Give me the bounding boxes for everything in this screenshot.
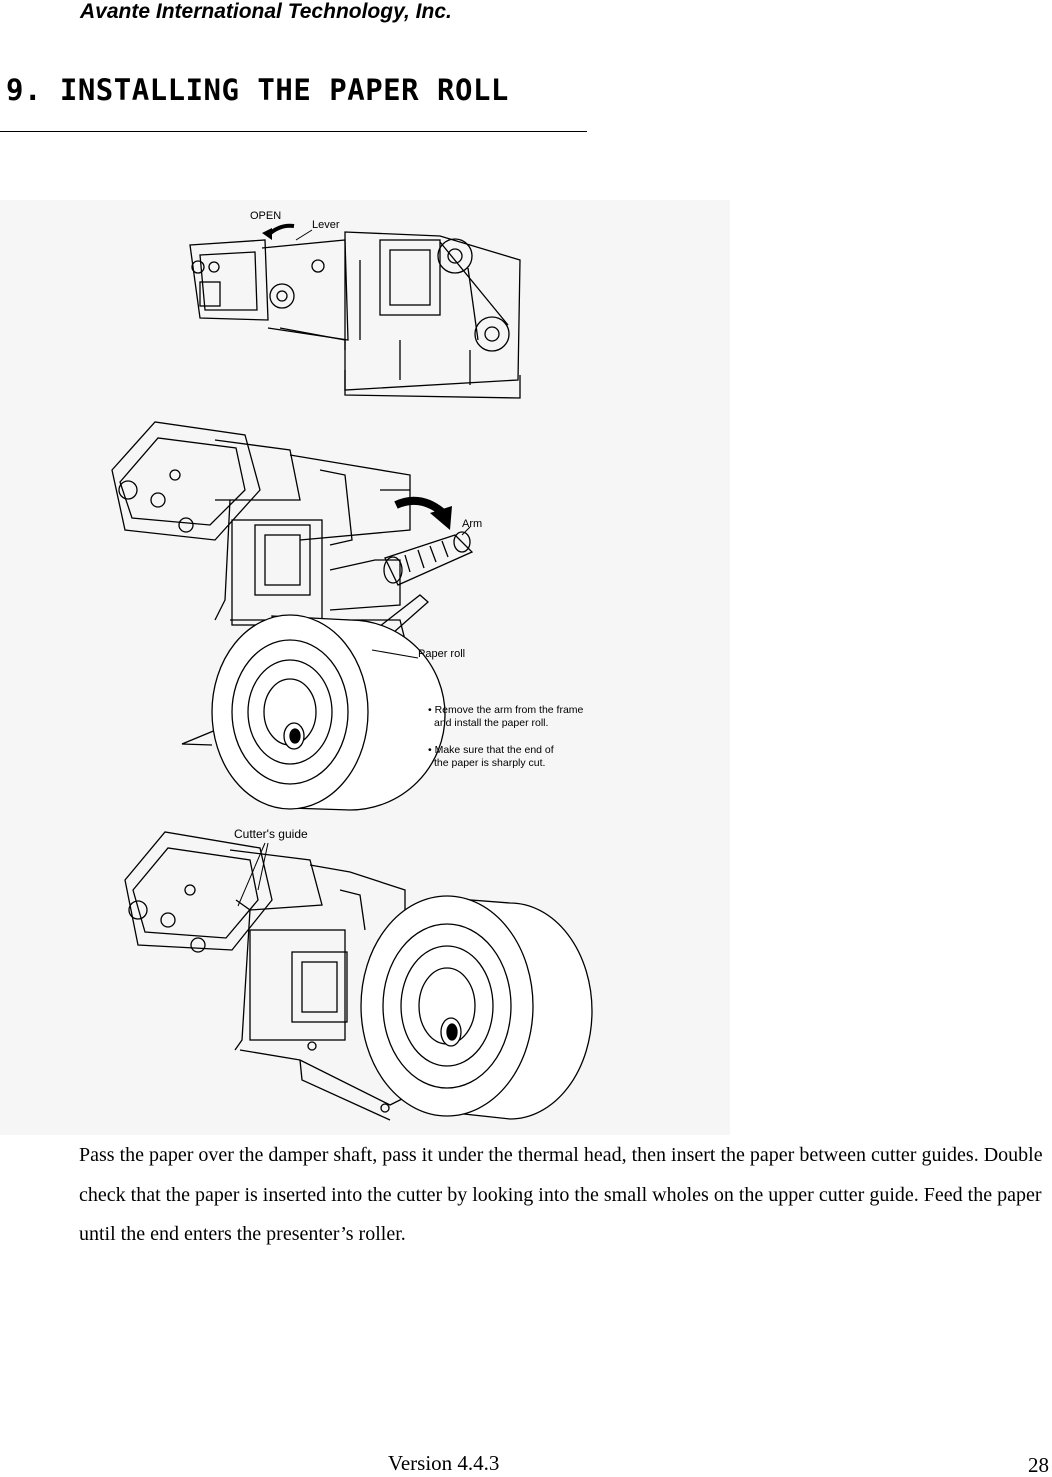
footer-version: Version 4.4.3 xyxy=(388,1451,500,1475)
label-lever: Lever xyxy=(312,219,340,231)
company-header: Avante International Technology, Inc. xyxy=(80,0,452,23)
arm-removal-arrow xyxy=(394,496,445,516)
lever-leader-line xyxy=(295,229,313,241)
cutters-guide-leader-line-2 xyxy=(257,842,269,891)
note-paper-end-line-2: the paper is sharply cut. xyxy=(434,757,545,769)
title-underline xyxy=(0,131,587,132)
paper-roll-drawing xyxy=(181,614,446,811)
label-cutters-guide: Cutter's guide xyxy=(234,827,308,841)
section-title: 9. INSTALLING THE PAPER ROLL xyxy=(6,73,509,107)
page-number: 28 xyxy=(1028,1453,1049,1477)
note-remove-arm-line-1: • Remove the arm from the frame xyxy=(428,704,584,716)
label-paper-roll: Paper roll xyxy=(418,648,465,660)
cutters-guide-leader-line-1 xyxy=(237,842,266,907)
paper-roll-installation-figure: OPEN Lever Arm xyxy=(0,200,730,1135)
label-arm: Arm xyxy=(462,518,482,530)
installed-paper-roll-drawing xyxy=(360,895,593,1120)
note-paper-end-line-1: • Make sure that the end of xyxy=(428,744,554,756)
arm-removal-arrowhead xyxy=(430,506,452,530)
paper-roll-leader-line xyxy=(371,649,419,659)
printer-side-view-drawing xyxy=(189,231,521,399)
note-remove-arm-line-2: and install the paper roll. xyxy=(434,717,548,729)
instruction-paragraph: Pass the paper over the damper shaft, pa… xyxy=(79,1144,1043,1245)
label-open: OPEN xyxy=(250,210,281,222)
lever-open-arrowhead xyxy=(262,228,272,240)
arm-leader-line xyxy=(461,526,471,536)
